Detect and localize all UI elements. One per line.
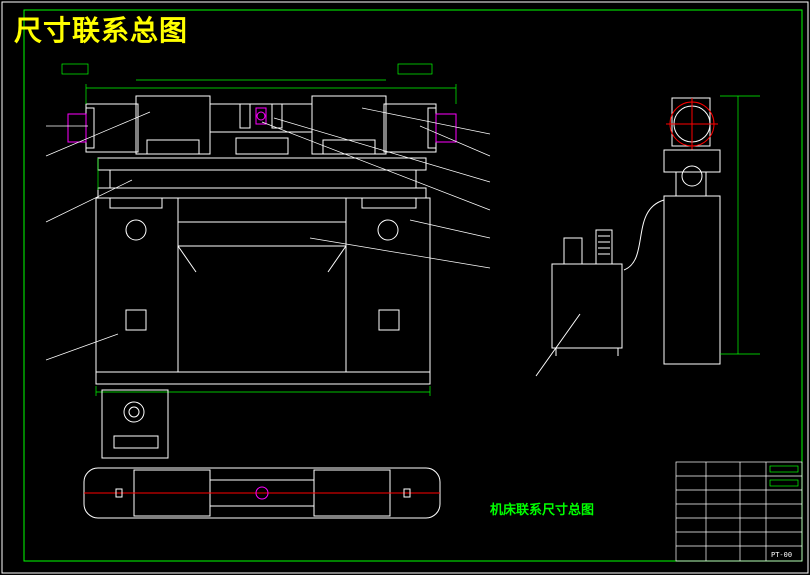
left-column xyxy=(95,197,179,373)
slide-table xyxy=(97,157,427,171)
front-view xyxy=(67,95,457,385)
drawing-number: PT-00 xyxy=(771,551,793,559)
drawing-banner-title: 尺寸联系总图 xyxy=(14,14,189,47)
top-view xyxy=(83,389,441,519)
cross-beam xyxy=(177,221,347,247)
front-view-dimensions xyxy=(61,63,457,396)
machine-base xyxy=(95,371,431,385)
leader-lines xyxy=(45,107,491,361)
side-view xyxy=(623,97,721,365)
inner-border xyxy=(23,9,803,562)
right-column xyxy=(345,197,431,373)
hydraulic-unit xyxy=(535,229,623,377)
side-column xyxy=(663,195,721,365)
title-block xyxy=(675,461,803,562)
side-view-dimensions xyxy=(720,95,760,355)
drawing-name: 机床联系尺寸总图 xyxy=(490,503,595,518)
center-block xyxy=(235,137,289,155)
